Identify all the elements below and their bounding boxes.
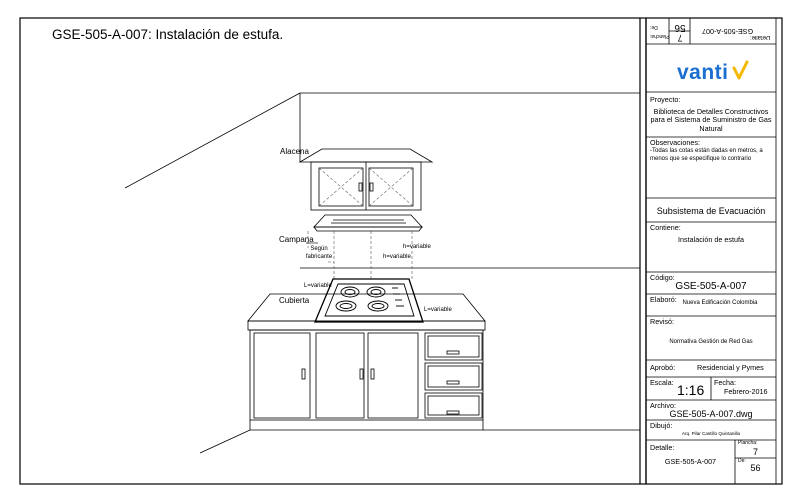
de-label: De:	[738, 458, 746, 464]
detalle-value: GSE-505-A-007	[664, 457, 717, 466]
proyecto-value: Biblioteca de Detalles Constructivos par…	[650, 107, 772, 133]
contiene-value: Instalación de estufa	[678, 235, 744, 244]
drawing-title: GSE-505-A-007: Instalación de estufa.	[52, 27, 284, 42]
subsistema: Subsistema de Evacuación	[656, 206, 766, 216]
reviso-label: Revisó:	[650, 317, 674, 326]
title-block-grid	[646, 18, 777, 484]
escala-label: Escala:	[650, 378, 674, 387]
top-detalle-value: GSE-505-A-007	[702, 27, 754, 37]
observaciones-label: Observaciones:	[650, 138, 700, 147]
elaboro-value: Nueva Edificación Colombia	[682, 300, 758, 306]
top-de-value: 7	[677, 33, 683, 43]
archivo-label: Archivo:	[650, 401, 676, 410]
aprobo-value: Residencial y Pymes	[697, 363, 764, 372]
fecha-label: Fecha:	[714, 378, 736, 387]
label-l-variable-1: L=variable	[304, 283, 332, 289]
contiene-label: Contiene:	[650, 223, 681, 232]
dibujo-label: Dibujó:	[650, 421, 673, 430]
detalle-label: Detalle:	[650, 443, 675, 452]
label-cubierta: Cubierta	[279, 296, 310, 305]
escala-value: 1:16	[677, 382, 705, 398]
archivo-value: GSE-505-A-007.dwg	[669, 409, 753, 419]
outer-border	[19, 17, 783, 485]
codigo-label: Código:	[650, 273, 675, 282]
top-plancha-value: 56	[674, 22, 686, 33]
dimension-lines	[307, 231, 413, 280]
label-l-variable-2: L=variable	[424, 307, 452, 313]
upper-cabinet	[298, 148, 434, 211]
vanti-check-icon	[732, 60, 749, 80]
label-h-variable-1: h=variable	[403, 244, 431, 250]
fecha-value: Febrero-2016	[724, 387, 768, 396]
room-lines	[124, 92, 640, 454]
plancha-value: 7	[752, 447, 758, 457]
aprobo-label: Aprobó:	[650, 363, 676, 372]
label-h-variable-2: h=variable	[383, 254, 411, 260]
label-alacena: Alacena	[280, 147, 309, 156]
reviso-value: Normativa Gestión de Red Gas	[669, 339, 753, 345]
label-segun-fabricante: Según fabricante	[305, 246, 333, 260]
top-detalle-label: Detalle:	[750, 34, 771, 40]
range-hood	[313, 214, 423, 232]
cooktop	[314, 278, 424, 323]
elaboro-label: Elaboró:	[650, 295, 677, 304]
de-value: 56	[750, 463, 761, 473]
top-de-label: De:	[650, 24, 658, 30]
proyecto-label: Proyecto:	[650, 95, 681, 104]
dibujo-value: Arq. Pilar Castillo Quintanilla	[681, 431, 741, 436]
plancha-label: Plancha:	[738, 440, 758, 446]
label-campana: Campana	[279, 235, 314, 244]
base-cabinets	[247, 293, 486, 430]
observaciones-value: -Todas las cotas están dadas en metros, …	[650, 148, 763, 162]
vanti-logo: vanti	[677, 61, 729, 84]
codigo-value: GSE-505-A-007	[675, 281, 747, 292]
top-plancha-label: Plancha:	[650, 33, 670, 39]
